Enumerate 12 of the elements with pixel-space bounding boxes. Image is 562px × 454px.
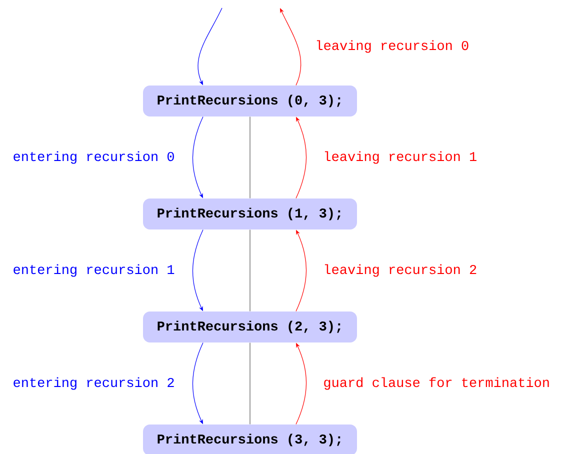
call-box: PrintRecursions (0, 3); bbox=[143, 86, 357, 116]
edge-label: entering recursion 1 bbox=[14, 264, 174, 277]
edge-label: guard clause for termination bbox=[324, 377, 549, 390]
edge-label: leaving recursion 1 bbox=[324, 151, 476, 164]
edge-label: leaving recursion 2 bbox=[324, 264, 476, 277]
arrow bbox=[280, 8, 302, 86]
call-box: PrintRecursions (2, 3); bbox=[143, 312, 357, 342]
call-box: PrintRecursions (1, 3); bbox=[143, 198, 357, 230]
edge-label: entering recursion 0 bbox=[14, 151, 174, 164]
call-box: PrintRecursions (3, 3); bbox=[143, 424, 357, 454]
edge-label: leaving recursion 0 bbox=[316, 40, 468, 53]
edge-label: entering recursion 2 bbox=[14, 377, 174, 390]
